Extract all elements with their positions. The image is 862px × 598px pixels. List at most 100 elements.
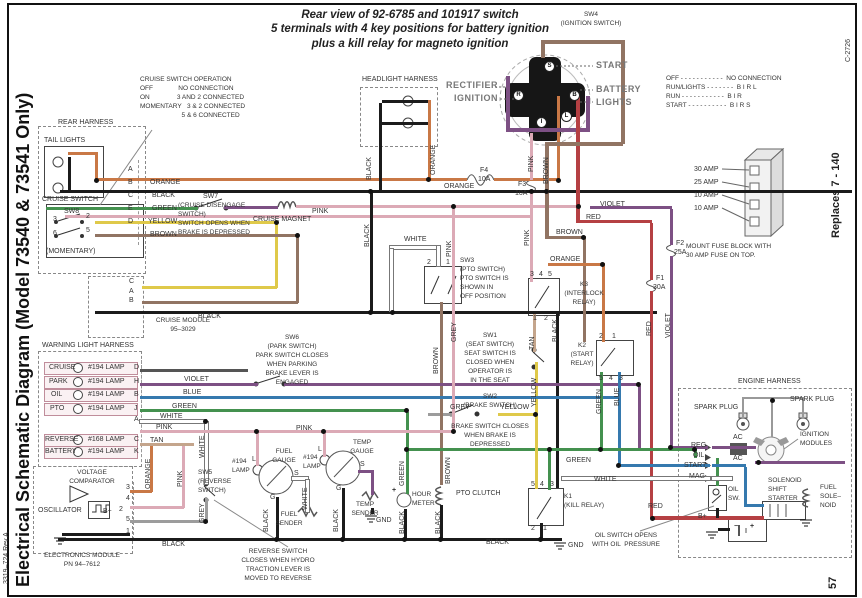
text-label: S: [294, 470, 299, 477]
text-label: G: [336, 485, 342, 492]
text-label: J: [134, 405, 138, 412]
text-label: B: [569, 90, 580, 101]
text-label: B: [134, 391, 139, 398]
wire-w: [390, 249, 393, 311]
text-label: BROWN: [150, 231, 177, 238]
text-label: BLACK: [399, 511, 406, 534]
brake-switch-note-line: DEPRESSED: [469, 441, 511, 449]
text-label: PINK: [312, 208, 329, 215]
key-positions-legend-line: START - - - - - - - - - - B I R S: [666, 102, 751, 110]
wire-b: [618, 372, 621, 466]
wire-r: [650, 223, 653, 280]
wire-br: [142, 301, 298, 304]
text-label: A: [129, 288, 134, 295]
wire-v: [371, 473, 374, 495]
wire-v: [506, 128, 590, 132]
fuse-block-icon: [721, 147, 785, 238]
text-label: WHITE: [594, 476, 617, 483]
junction-dot: [598, 447, 603, 452]
reverse-switch-note-line: MOVED TO REVERSE: [244, 575, 312, 583]
sw4-label-line: (IGNITION SWITCH): [560, 20, 622, 28]
ignition-modules-label-line: IGNITION: [800, 431, 829, 438]
wire-k: [716, 508, 719, 518]
wire-o: [68, 152, 98, 155]
text-label: #194 LAMP: [88, 448, 125, 455]
page-border: [7, 3, 857, 597]
text-label: 3: [550, 481, 554, 488]
sw3-note-line: SW3: [460, 257, 475, 264]
text-label: L: [252, 456, 256, 463]
fuel-solenoid-label-line: FUEL: [820, 484, 837, 491]
ignition-modules-label-line: MODULES: [800, 440, 833, 448]
text-label: SPARK PLUG: [694, 404, 739, 411]
wire-y: [142, 286, 277, 289]
wire-v: [638, 386, 641, 448]
junction-dot: [756, 460, 761, 465]
wire-w: [437, 246, 440, 266]
wire-y: [535, 415, 538, 489]
text-label: 25A: [674, 249, 687, 256]
wire-p: [140, 430, 454, 433]
reverse-switch-note-line: REVERSE SWITCH: [248, 548, 308, 555]
junction-dot: [616, 463, 621, 468]
text-label: K: [134, 448, 139, 455]
temp-gauge-label-line: TEMP: [352, 439, 372, 446]
text-label: YELLOW: [500, 404, 530, 411]
text-label: VIOLET: [665, 313, 672, 338]
text-label: WHITE: [160, 413, 183, 420]
junction-dot: [692, 447, 697, 452]
oil-switch-note-line: WITH OIL PRESSURE: [591, 541, 661, 549]
hour-meter-icon: [396, 492, 412, 508]
wire-k: [718, 528, 730, 531]
junction-dot: [321, 429, 326, 434]
text-label: F4: [480, 167, 489, 174]
sw3-note-line: PTO SWITCH IS: [460, 275, 509, 283]
starter-label-line: SHIFT: [768, 486, 787, 494]
text-label: PINK: [156, 424, 173, 431]
text-label: B+: [698, 513, 707, 520]
sw1-note-line: (SEAT SWITCH): [465, 341, 515, 349]
lamp-194-temp-line: LAMP: [303, 463, 321, 471]
text-label: 2: [119, 506, 123, 513]
wire-k: [371, 508, 374, 514]
wire-g: [548, 448, 551, 490]
wire-br: [541, 40, 625, 44]
coil-icons: [277, 201, 811, 518]
text-label: BLACK: [333, 509, 340, 532]
wire-o: [95, 178, 467, 181]
text-label: 2: [427, 259, 431, 266]
temp-sender-label-line: SENDER: [351, 510, 379, 518]
text-label: S: [544, 61, 555, 72]
junction-dot: [544, 189, 549, 194]
comparator-icon: [69, 485, 90, 503]
junction-dot: [94, 178, 99, 183]
sw2-note: SW2(BRAKE SWITCH): [458, 392, 522, 410]
wire-p: [452, 208, 455, 432]
lamp-row-pto: [44, 403, 138, 416]
text-label: #194 LAMP: [88, 391, 125, 398]
text-label: TAIL LIGHTS: [44, 137, 86, 144]
text-label: AC: [733, 434, 743, 441]
cruise-magnet-coil-icon: [277, 201, 297, 210]
text-label: TAN: [529, 336, 536, 350]
sw6-park-note-line: BRAKE LEVER IS: [265, 370, 319, 378]
junction-dot: [650, 516, 655, 521]
starter-label-line: SOLENOID: [768, 477, 802, 484]
junction-dot: [636, 382, 641, 387]
wire-br: [95, 234, 298, 237]
wire-o: [150, 446, 153, 492]
text-label: BLACK: [366, 157, 373, 180]
junction-dot: [368, 310, 373, 315]
text-label: PINK: [177, 470, 184, 487]
wire-g: [716, 458, 719, 486]
oil-switch-label-line: OIL: [728, 486, 739, 493]
wire-p: [530, 192, 533, 282]
text-label: BLACK: [486, 539, 509, 546]
electronics-module-label-line: ELECTRONICS MODULE: [44, 552, 120, 559]
text-label: BLUE: [183, 389, 202, 396]
wire-br: [545, 236, 586, 239]
